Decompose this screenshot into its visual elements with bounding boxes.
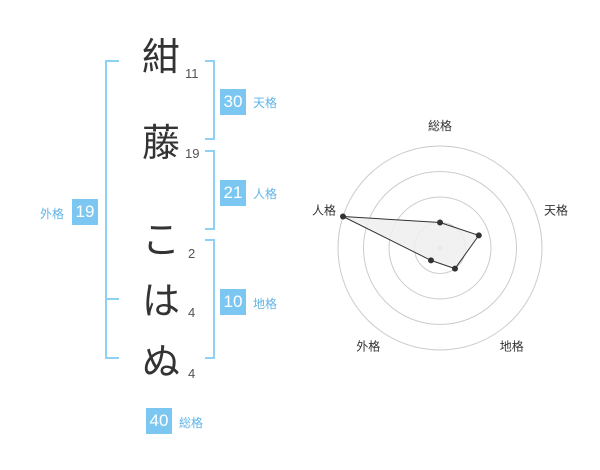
radar-point-5: [339, 213, 346, 220]
soukaku-label: 総格: [179, 416, 204, 430]
gaikaku-label: 外格: [40, 207, 65, 221]
radar-point-1: [437, 219, 443, 226]
name-char-5: ぬ: [141, 340, 180, 384]
radar-grid-ring: [363, 171, 517, 325]
stroke-count-1: 11: [185, 66, 199, 81]
radar-axis-label-1: 総格: [428, 118, 452, 133]
radar-point-2: [475, 232, 482, 239]
chikaku-value: 10: [220, 289, 246, 315]
soukaku-value: 40: [146, 408, 172, 434]
gaikaku-value: 19: [72, 199, 98, 225]
radar-axis-label-4: 外格: [356, 339, 380, 354]
tenkaku-value: 30: [220, 89, 246, 115]
jinkaku-value: 21: [220, 180, 246, 206]
stroke-count-2: 19: [185, 146, 200, 161]
radar-grid-ring: [388, 196, 492, 300]
name-char-1: 紺: [141, 35, 180, 79]
radar-axis-label-3: 地格: [500, 339, 524, 354]
tenkaku-label: 天格: [253, 96, 278, 110]
radar-axis-label-5: 人格: [312, 202, 336, 217]
jinkaku-label: 人格: [253, 187, 278, 201]
name-char-2: 藤: [141, 121, 180, 165]
stroke-count-3: 2: [188, 246, 196, 261]
name-char-3: こ: [141, 218, 180, 262]
stroke-count-4: 4: [188, 305, 196, 320]
chikaku-label: 地格: [253, 297, 278, 311]
stroke-count-5: 4: [188, 366, 196, 381]
radar-point-3: [451, 265, 458, 272]
radar-axis-label-2: 天格: [544, 202, 568, 217]
radar-grid-ring: [337, 145, 543, 351]
name-char-4: は: [141, 279, 180, 323]
radar-point-4: [428, 257, 435, 264]
radar-data-area: [342, 216, 480, 270]
